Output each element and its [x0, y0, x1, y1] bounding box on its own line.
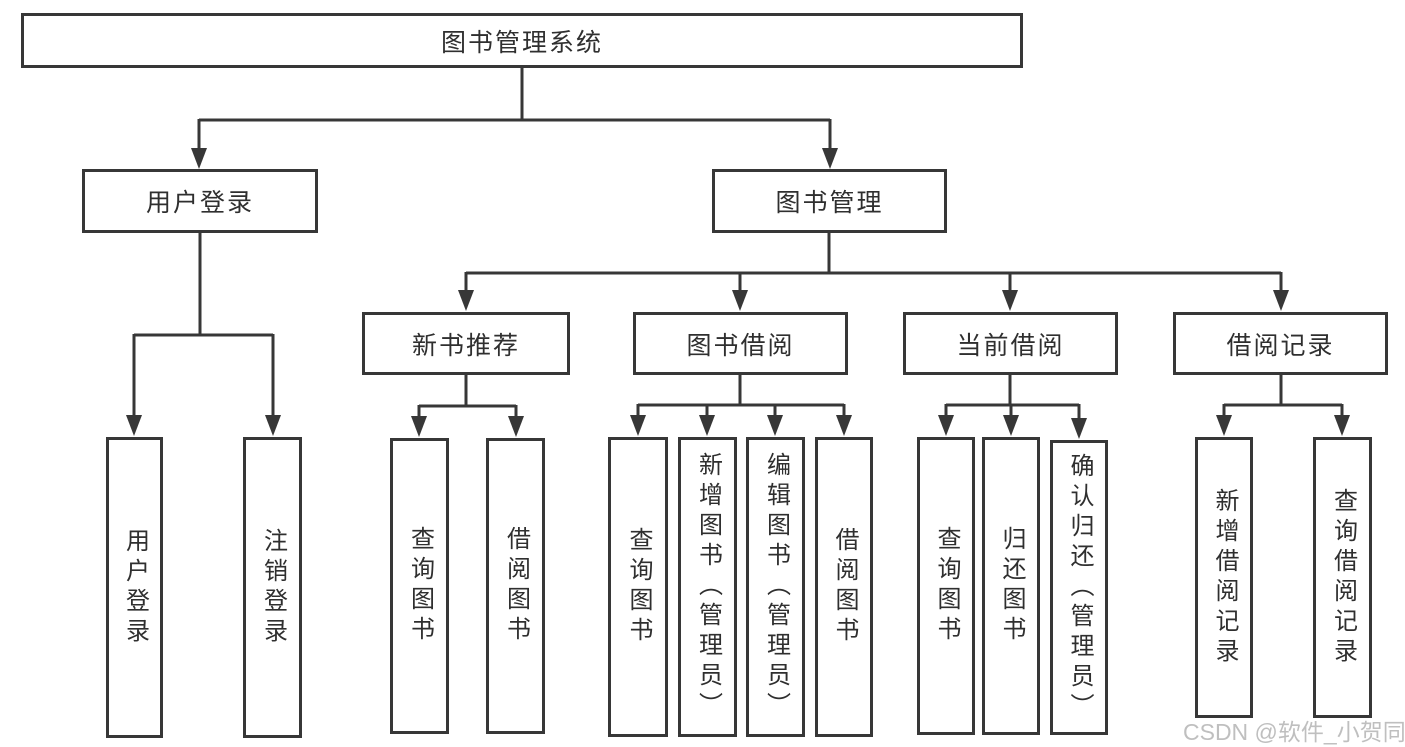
arrowhead — [767, 415, 783, 436]
node-new-book-recommend: 新书推荐 — [362, 312, 570, 375]
leaf-recommend-query-books: 查询图书 — [390, 438, 449, 734]
leaf-user-login-label: 用户登录 — [121, 527, 149, 648]
leaf-borrow-add-books-admin-label: 新增图书（管理员） — [694, 452, 722, 722]
leaf-current-return-books-label: 归还图书 — [998, 526, 1025, 646]
arrowhead — [822, 148, 838, 169]
node-library-system-label: 图书管理系统 — [440, 28, 603, 57]
arrowhead — [411, 416, 427, 437]
leaf-current-confirm-return-admin: 确认归还（管理员） — [1050, 440, 1108, 735]
arrowhead — [938, 415, 954, 436]
arrowhead — [458, 290, 474, 311]
connector-root-to-level2 — [197, 66, 832, 150]
watermark-text: CSDN @软件_小贺同学 — [1183, 719, 1405, 745]
node-borrow-records-label: 借阅记录 — [1226, 331, 1335, 360]
leaf-recommend-query-books-label: 查询图书 — [406, 526, 434, 646]
arrowhead — [126, 415, 142, 436]
connector-strokes — [132, 66, 1344, 420]
arrowhead — [191, 148, 207, 169]
leaf-logout: 注销登录 — [243, 437, 302, 738]
arrowhead — [630, 415, 646, 436]
leaf-borrow-edit-books-admin-label: 编辑图书（管理员） — [762, 452, 790, 722]
leaf-records-query-record-label: 查询借阅记录 — [1329, 487, 1357, 668]
node-current-borrow-label: 当前借阅 — [956, 331, 1065, 360]
node-book-borrow: 图书借阅 — [633, 312, 848, 375]
leaf-records-add-record-label: 新增借阅记录 — [1211, 487, 1238, 668]
node-user-login-label: 用户登录 — [145, 189, 254, 217]
arrowhead — [265, 415, 281, 436]
arrowheads — [126, 148, 1350, 439]
leaf-borrow-edit-books-admin: 编辑图书（管理员） — [746, 437, 805, 737]
leaf-borrow-query-books-label: 查询图书 — [625, 527, 652, 647]
node-book-management-label: 图书管理 — [775, 189, 884, 217]
arrowhead — [1273, 290, 1289, 311]
leaf-records-add-record: 新增借阅记录 — [1195, 437, 1253, 718]
connector-recommend-to-leaves — [417, 373, 518, 418]
arrowhead — [1216, 415, 1232, 436]
leaf-borrow-add-books-admin: 新增图书（管理员） — [678, 437, 737, 737]
arrowhead — [732, 290, 748, 311]
node-library-system: 图书管理系统 — [21, 13, 1023, 68]
connector-current-to-leaves — [944, 373, 1081, 420]
node-current-borrow: 当前借阅 — [903, 312, 1118, 375]
connector-userlogin-to-leaves — [132, 231, 275, 417]
arrowhead — [836, 415, 852, 436]
leaf-user-login: 用户登录 — [106, 437, 163, 738]
leaf-recommend-borrow-books: 借阅图书 — [486, 438, 545, 734]
connector-bookmgmt-to-level3 — [464, 231, 1283, 292]
arrowhead — [1002, 290, 1018, 311]
connector-records-to-leaves — [1222, 373, 1344, 418]
arrowhead — [1334, 415, 1350, 436]
node-borrow-records: 借阅记录 — [1173, 312, 1388, 375]
leaf-recommend-borrow-books-label: 借阅图书 — [502, 526, 530, 646]
leaf-current-confirm-return-admin-label: 确认归还（管理员） — [1066, 452, 1093, 723]
arrowhead — [1003, 415, 1019, 436]
leaf-logout-label: 注销登录 — [259, 527, 287, 648]
leaf-current-return-books: 归还图书 — [982, 437, 1040, 735]
leaf-current-query-books-label: 查询图书 — [933, 526, 960, 646]
node-user-login: 用户登录 — [82, 169, 318, 233]
leaf-borrow-borrow-books: 借阅图书 — [815, 437, 873, 737]
arrowhead — [508, 416, 524, 437]
arrowhead — [699, 415, 715, 436]
arrowhead — [1071, 418, 1087, 439]
node-new-book-recommend-label: 新书推荐 — [411, 331, 520, 360]
leaf-borrow-borrow-books-label: 借阅图书 — [831, 527, 858, 647]
leaf-current-query-books: 查询图书 — [917, 437, 975, 735]
leaf-records-query-record: 查询借阅记录 — [1313, 437, 1372, 718]
leaf-borrow-query-books: 查询图书 — [608, 437, 668, 737]
node-book-borrow-label: 图书借阅 — [686, 331, 795, 360]
connector-borrowsec-to-leaves — [636, 373, 846, 418]
node-book-management: 图书管理 — [712, 169, 947, 233]
